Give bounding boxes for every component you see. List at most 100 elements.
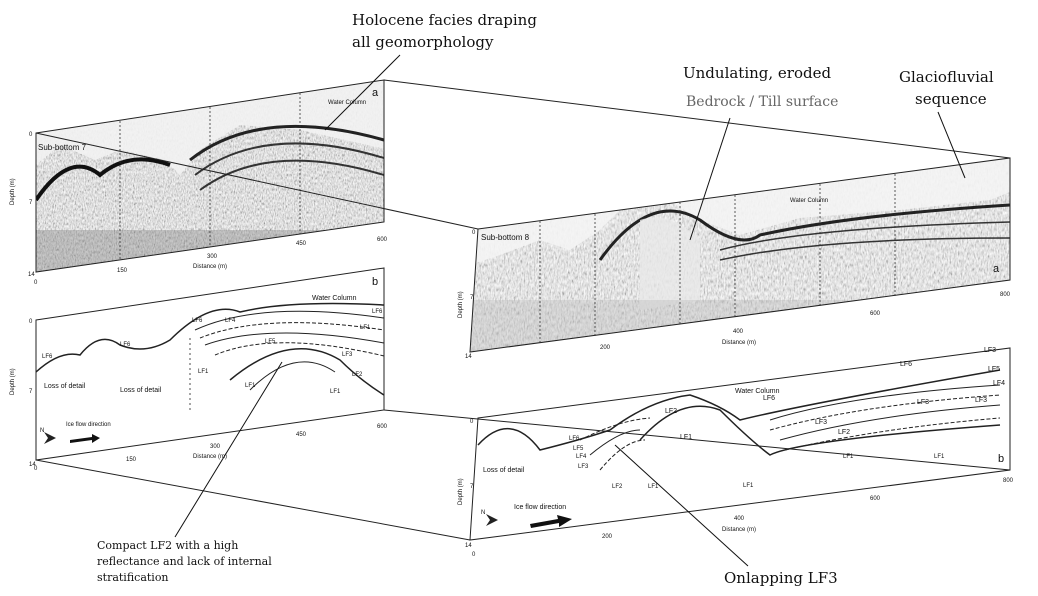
left-b-north-label: N: [40, 428, 44, 434]
left-b-y-axis-label: Depth (m): [10, 368, 16, 395]
right-b-facies-label: LF3: [578, 464, 589, 470]
right-b-facies-label: LF2: [665, 408, 677, 415]
left-a-water-column-label: Water Column: [328, 100, 366, 106]
right-b-x-tick-800: 800: [1003, 478, 1014, 484]
left-b-facies-label: LF1: [198, 369, 209, 375]
left-b-facies-label: LF6: [372, 309, 383, 315]
left-b-facies-label: LF2: [352, 372, 363, 378]
right-b-facies-label: LF3: [917, 399, 929, 406]
left-a-y-tick-0: 0: [29, 132, 33, 138]
right-b-x-tick-400: 400: [734, 516, 745, 522]
left-b-ice-flow-arrow-icon: [70, 434, 100, 443]
annotation-holocene-line1: Holocene facies draping: [352, 11, 537, 29]
right-b-facies-label: LF2: [838, 429, 850, 436]
annotation-bedrock-text: Bedrock / Till surface: [686, 94, 838, 110]
left-b-facies-label: LF6: [42, 354, 53, 360]
perspective-connector-lines: [35, 79, 1011, 541]
left-a-x-tick-300: 300: [207, 254, 218, 260]
annotation-undulating: Undulating, eroded Bedrock / Till surfac…: [683, 64, 838, 241]
right-b-panel-letter: b: [998, 453, 1004, 465]
annotation-compact-leader: [174, 361, 283, 538]
right-b-facies-label: LF1: [648, 484, 659, 490]
right-b-horizons: [477, 369, 1001, 471]
right-b-facies-label: LF1: [843, 454, 854, 460]
right-a-water-column-label: Water Column: [790, 198, 828, 204]
left-b-facies-label: LF4: [225, 318, 236, 324]
annotation-onlapping-leader: [614, 444, 749, 567]
left-b-facies-label: LF1: [245, 383, 256, 389]
left-b-facies-label: LF5: [265, 339, 276, 345]
right-b-y-tick-14: 14: [465, 543, 472, 549]
right-a-x-tick-400: 400: [733, 329, 744, 335]
right-b-facies-label: LF1: [680, 434, 692, 441]
left-a-gridlines: [119, 93, 301, 260]
right-b-facies-label: LF4: [993, 380, 1005, 387]
right-b-y-tick-0: 0: [470, 419, 474, 425]
right-a-x-tick-600: 600: [870, 311, 881, 317]
right-a-gridlines: [539, 174, 896, 344]
annotation-compact-lf2: Compact LF2 with a high reflectance and …: [97, 361, 283, 584]
left-b-facies-label: LF1: [330, 389, 341, 395]
left-b-water-column-label: Water Column: [312, 295, 357, 302]
left-b-y-tick-14: 14: [29, 462, 36, 468]
right-a-y-tick-0: 0: [472, 230, 476, 236]
left-a-x-tick-450: 450: [296, 241, 307, 247]
left-b-facies-label: LF6: [120, 342, 131, 348]
left-a-y-tick-7: 7: [29, 200, 33, 206]
right-seismic-panel-a: a Sub-bottom 8 Water Column Depth (m) 0 …: [458, 157, 1011, 360]
right-b-ice-flow-arrow-icon: [530, 515, 572, 528]
left-a-panel-letter: a: [372, 87, 379, 99]
annotation-holocene: Holocene facies draping all geomorpholog…: [324, 11, 537, 131]
left-interpretation-panel-b: b Water Column Depth (m) 0 7 14 0 150 30…: [10, 267, 388, 472]
left-b-x-axis-label: Distance (m): [193, 454, 227, 460]
annotation-undulating-leader: [689, 117, 731, 241]
right-b-y-tick-7: 7: [470, 484, 474, 490]
annotation-compact-line3: stratification: [97, 571, 169, 584]
right-b-water-column-label: Water Column: [735, 388, 780, 395]
left-b-facies-label: LF1: [360, 325, 371, 331]
annotation-compact-line2: reflectance and lack of internal: [97, 555, 272, 568]
right-b-facies-label: LF5: [573, 446, 584, 452]
left-b-y-tick-7: 7: [29, 389, 33, 395]
right-b-ice-flow-label: Ice flow direction: [514, 504, 566, 511]
right-a-sub-bottom-label: Sub-bottom 8: [481, 233, 530, 242]
right-b-x-tick-600: 600: [870, 496, 881, 502]
annotation-glacio-line2: sequence: [915, 90, 987, 108]
left-a-x-tick-0: 0: [34, 280, 38, 286]
left-b-facies-label: LF6: [192, 318, 203, 324]
right-b-facies-label: LF3: [975, 397, 987, 404]
left-b-x-tick-0: 0: [34, 466, 38, 472]
right-a-panel-letter: a: [993, 263, 1000, 275]
annotation-glacio-line1: Glaciofluvial: [899, 68, 994, 86]
right-b-facies-label: LF3: [815, 419, 827, 426]
right-b-north-arrow-icon: [486, 514, 498, 526]
annotation-onlapping-text: Onlapping LF3: [724, 569, 838, 587]
right-b-facies-label: LF1: [743, 483, 754, 489]
left-b-loss-of-detail-2: Loss of detail: [120, 387, 162, 394]
annotation-glaciofluvial: Glaciofluvial sequence: [899, 68, 994, 179]
right-b-facies-label: LF3: [984, 347, 996, 354]
right-b-x-axis-label: Distance (m): [722, 527, 756, 533]
right-a-y-tick-7: 7: [470, 295, 474, 301]
left-b-y-tick-0: 0: [29, 319, 33, 325]
right-b-x-tick-200: 200: [602, 534, 613, 540]
right-interpretation-panel-b: b Water Column Depth (m) 0 7 14 0 200 40…: [458, 347, 1014, 558]
right-b-y-axis-label: Depth (m): [458, 478, 464, 505]
left-b-facies-label: LF3: [342, 352, 353, 358]
right-b-loss-of-detail: Loss of detail: [483, 467, 525, 474]
left-a-sub-bottom-label: Sub-bottom 7: [38, 143, 87, 152]
right-b-x-tick-0: 0: [472, 552, 476, 558]
right-b-facies-label: LF6: [569, 436, 580, 442]
right-b-facies-label: LF1: [934, 454, 945, 460]
left-b-x-tick-600: 600: [377, 424, 388, 430]
right-a-y-tick-14: 14: [465, 354, 472, 360]
left-b-x-tick-450: 450: [296, 432, 307, 438]
annotation-undulating-text: Undulating, eroded: [683, 64, 831, 82]
right-b-facies-label: LF6: [900, 361, 912, 368]
left-a-x-tick-150: 150: [117, 268, 128, 274]
annotation-onlapping: Onlapping LF3: [614, 444, 838, 587]
right-b-north-label: N: [481, 510, 485, 516]
right-b-facies-label: LF4: [576, 454, 587, 460]
right-a-x-tick-800: 800: [1000, 292, 1011, 298]
left-a-x-tick-600: 600: [377, 237, 388, 243]
